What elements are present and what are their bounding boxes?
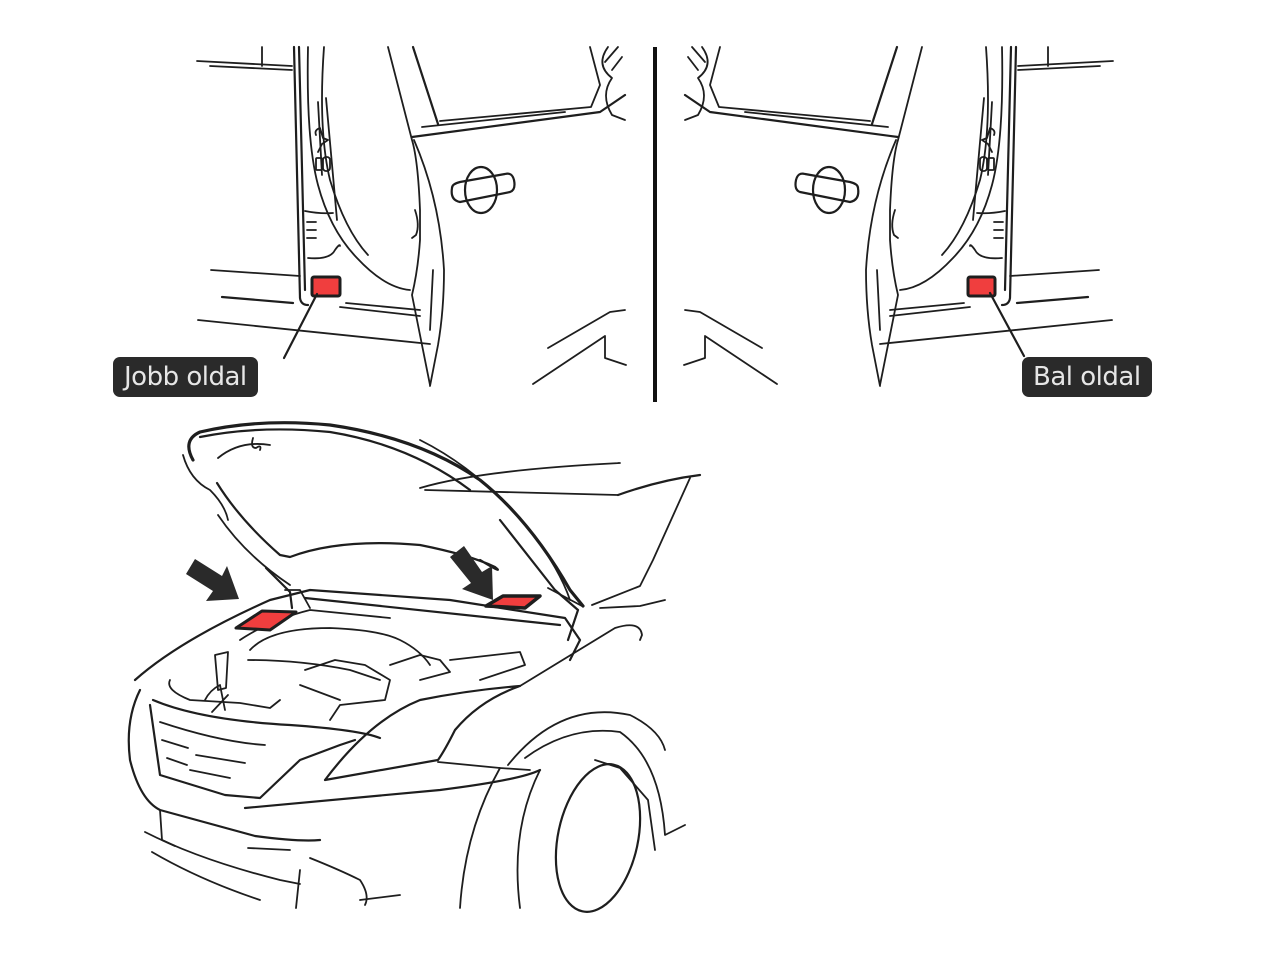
right-door-pillar-illustration [196,45,627,387]
left-door-pillar-illustration [683,45,1114,387]
label-marker-engine-bay-right [484,594,542,610]
callout-left-side: Bal oldal [1022,357,1152,397]
callout-right-side: Jobb oldal [113,357,258,397]
label-marker-right-side [310,275,342,298]
callout-leader-right-side [282,292,319,360]
label-marker-left-side [966,275,997,298]
label-marker-engine-bay-left [234,609,298,632]
engine-bay-illustration [127,421,702,913]
arrow-icon-engine-bay-right [450,546,493,600]
callout-leader-left-side [988,291,1026,358]
arrow-icon-engine-bay-left [186,559,239,601]
